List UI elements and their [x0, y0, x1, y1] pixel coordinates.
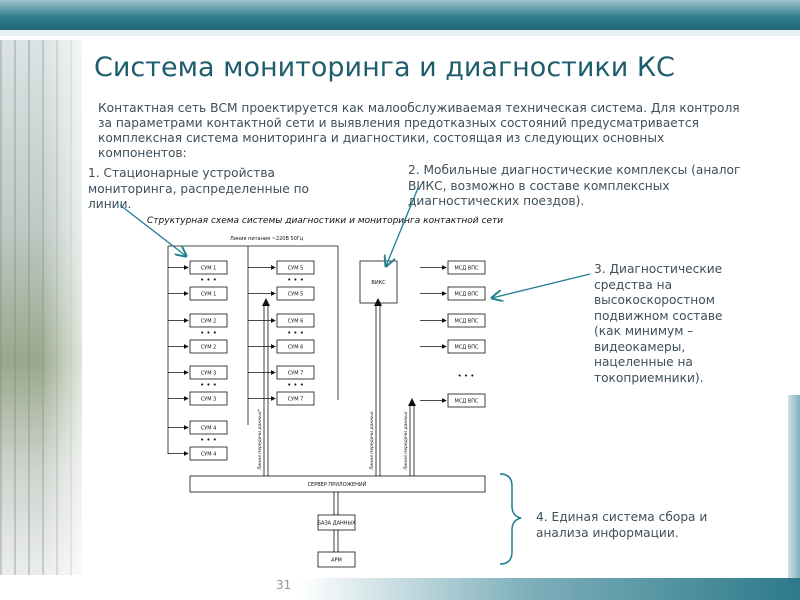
callout-arrow-3 [492, 273, 591, 298]
callout-arrow-1 [119, 204, 186, 256]
svm-left-group: СУМ 1 • • • СУМ 1 СУМ 2 • • • СУМ 2 СУМ 3 • • •… [168, 260, 228, 461]
msd-2-box [447, 286, 486, 301]
svm-right-1-box [276, 260, 315, 275]
dots-separator: • • • [200, 436, 217, 444]
footer-bar [300, 578, 800, 600]
arrow-up-left [262, 298, 270, 306]
note-stationary-devices: 1. Стационарные устройства мониторинга, … [88, 166, 310, 211]
vertical-label-3: Линия передачи данных [403, 411, 409, 471]
msd-group: МСД ВПС МСД ВПС МСД ВПС МСД ВПС МСД ВПС [420, 260, 486, 408]
svm-right-4-box [276, 339, 315, 354]
svm-right-6-box [276, 391, 315, 406]
svm-left-4-box [189, 339, 228, 354]
db-box [317, 514, 356, 531]
msd-4-label: МСД ВПС [455, 345, 479, 351]
svm-left-1-label: СУМ 1 [201, 266, 217, 272]
callout-arrow-2 [386, 187, 419, 266]
right-accent-bar [788, 395, 800, 580]
dots-separator: • • • [287, 381, 304, 389]
brace-icon [499, 473, 522, 565]
server-db-link [333, 492, 339, 515]
dots-msd: • • • [458, 372, 475, 380]
svm-left-2-label: СУМ 1 [201, 292, 217, 298]
svm-left-7-box [189, 420, 228, 435]
svm-left-5-label: СУМ 3 [201, 371, 217, 377]
data-line-left [263, 304, 269, 476]
svm-right-2-box [276, 286, 315, 301]
arm-label: АРМ [331, 558, 342, 564]
svm-left-5-box [189, 365, 228, 380]
svm-right-5-box [276, 365, 315, 380]
db-label: БАЗА ДАННЫХ [318, 521, 356, 527]
svm-right-6-label: СУМ 7 [288, 397, 304, 403]
svm-left-7-label: СУМ 4 [201, 426, 217, 432]
note-mobile-complexes: 2. Мобильные диагностические комплексы (… [408, 163, 741, 208]
svm-left-3-box [189, 313, 228, 328]
diagram-title: Структурная схема системы диагностики и … [147, 216, 503, 226]
diagram-lines [167, 245, 339, 454]
note-unified-system: 4. Единая система сбора и анализа информ… [536, 510, 708, 540]
msd-3-box [447, 313, 486, 328]
vertical-label-1: Линия передачи данных* [257, 409, 263, 472]
msd-2-label: МСД ВПС [455, 292, 479, 298]
intro-text: Контактная сеть ВСМ проектируется как ма… [98, 101, 740, 160]
msd-5-box [447, 393, 486, 408]
dots-separator: • • • [200, 276, 217, 284]
data-line-viks [375, 304, 381, 476]
arm-box [317, 551, 356, 568]
arrow-up-viks [374, 298, 382, 306]
power-line [167, 245, 339, 454]
svm-left-4-label: СУМ 2 [201, 345, 217, 351]
arrow-up-right [408, 398, 416, 406]
svm-right-1-label: СУМ 5 [288, 266, 304, 272]
svm-left-1-box [189, 260, 228, 275]
dots-separator: • • • [287, 276, 304, 284]
svm-right-4-label: СУМ 6 [288, 345, 304, 351]
msd-4-box [447, 339, 486, 354]
server-label: СЕРВЕР ПРИЛОЖЕНИЙ [308, 481, 367, 488]
header-bar [0, 0, 800, 30]
viks-label: ВИКС [371, 280, 386, 286]
svm-right-group: СУМ 5 • • • СУМ 5 СУМ 6 • • • СУМ 6 СУМ 7 • • •… [248, 260, 315, 406]
svm-left-8-box [189, 446, 228, 461]
svm-left-2-box [189, 286, 228, 301]
dots-separator: • • • [200, 329, 217, 337]
header-stripe [0, 30, 800, 36]
svm-right-5-label: СУМ 7 [288, 371, 304, 377]
page-number: 31 [276, 578, 292, 592]
svm-left-8-label: СУМ 4 [201, 452, 217, 458]
background-fade [40, 40, 100, 575]
svm-right-3-label: СУМ 6 [288, 319, 304, 325]
svm-right-3-box [276, 313, 315, 328]
dots-separator: • • • [287, 329, 304, 337]
msd-1-label: МСД ВПС [455, 266, 479, 272]
svm-right-2-label: СУМ 5 [288, 292, 304, 298]
power-line-label: Линия питания ~220В 50Гц [230, 236, 304, 242]
msd-1-box [447, 260, 486, 275]
msd-3-label: МСД ВПС [455, 319, 479, 325]
slide-title: Система мониторинга и диагностики КС [94, 52, 675, 83]
note-onboard-diagnostics: 3. Диагностические средства на высокоско… [594, 262, 723, 385]
msd-5-label: МСД ВПС [455, 399, 479, 405]
svm-left-3-label: СУМ 2 [201, 319, 217, 325]
vertical-label-2: Линия передачи данных [369, 411, 375, 471]
dots-separator: • • • [200, 381, 217, 389]
svm-left-6-box [189, 391, 228, 406]
data-line-right [409, 404, 415, 476]
svm-left-6-label: СУМ 3 [201, 397, 217, 403]
db-arm-link [333, 530, 339, 552]
server-box [189, 475, 486, 493]
